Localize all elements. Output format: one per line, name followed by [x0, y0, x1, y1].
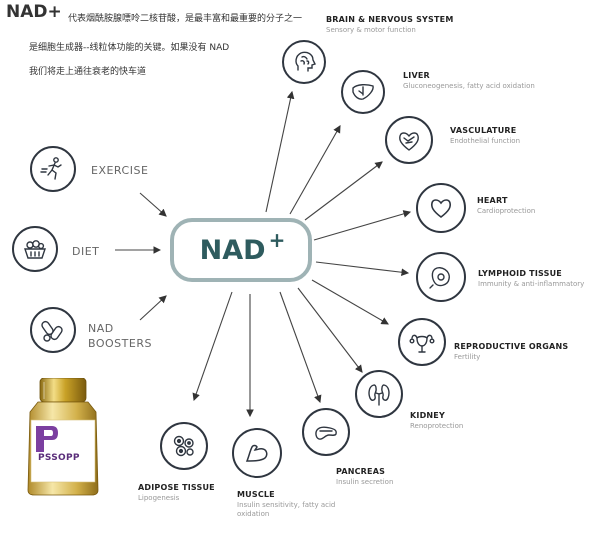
organ-title-kidney: KIDNEY — [410, 411, 445, 420]
arrow-adipose — [192, 291, 233, 402]
arrow-lymphoid — [315, 261, 410, 277]
lymph-node-icon — [416, 252, 466, 302]
organ-label-kidney: KIDNEY Renoprotection — [410, 411, 463, 431]
supplement-bottle-icon — [27, 378, 99, 496]
brain-head-icon — [282, 40, 326, 84]
organ-subtitle-reproductive: Fertility — [454, 353, 481, 361]
arrow-pancreas — [279, 291, 322, 404]
organ-title-brain: BRAIN & NERVOUS SYSTEM — [326, 15, 454, 24]
runner-icon — [30, 146, 76, 192]
header-title: NAD+ — [6, 2, 62, 22]
organ-title-muscle: MUSCLE — [237, 490, 275, 499]
heart-icon — [416, 183, 466, 233]
arrow-heart — [313, 210, 412, 241]
product-brand: PSSOPP — [38, 453, 80, 463]
organ-subtitle-kidney: Renoprotection — [410, 422, 464, 430]
organ-subtitle-brain: Sensory & motor function — [326, 26, 416, 34]
muscle-arm-icon — [232, 428, 282, 478]
header-line-1: 代表烟酰胺腺嘌呤二核苷酸，是最丰富和最重要的分子之一 — [68, 14, 303, 24]
fat-cells-icon — [160, 422, 208, 470]
uterus-icon — [398, 318, 446, 366]
organ-label-pancreas: PANCREAS Insulin secretion — [336, 467, 393, 487]
input-label-boosters: NAD BOOSTERS — [88, 322, 152, 350]
arrow-liver — [289, 125, 341, 215]
organ-subtitle-pancreas: Insulin secretion — [336, 478, 394, 486]
food-basket-icon — [12, 226, 58, 272]
organ-subtitle-liver: Gluconeogenesis, fatty acid oxidation — [403, 82, 535, 90]
liver-icon — [341, 70, 385, 114]
organ-title-reproductive: REPRODUCTIVE ORGANS — [454, 342, 569, 351]
arrow-vasculature — [304, 161, 383, 221]
organ-title-adipose: ADIPOSE TISSUE — [138, 483, 215, 492]
input-label-exercise: EXERCISE — [91, 164, 149, 177]
organ-subtitle-vasculature: Endothelial function — [450, 137, 521, 145]
pancreas-icon — [302, 408, 350, 456]
organ-subtitle-muscle: Insulin sensitivity, fatty acid oxidatio… — [237, 501, 336, 518]
organ-subtitle-heart: Cardioprotection — [477, 207, 536, 215]
heart-vessel-icon — [385, 116, 433, 164]
organ-label-lymphoid: LYMPHOID TISSUE Immunity & anti-inflamma… — [478, 269, 584, 289]
organ-subtitle-lymphoid: Immunity & anti-inflammatory — [478, 280, 585, 288]
organ-title-heart: HEART — [477, 196, 508, 205]
nad-center-node: NAD + — [170, 218, 312, 282]
arrow-boosters — [139, 295, 167, 321]
organ-title-pancreas: PANCREAS — [336, 467, 386, 476]
organ-title-liver: LIVER — [403, 71, 430, 80]
organ-label-vasculature: VASCULATURE Endothelial function — [450, 126, 520, 146]
nad-center-label: NAD — [199, 234, 266, 266]
header-line-2: 是细胞生成器--线粒体功能的关键。如果没有 NAD — [29, 43, 230, 53]
nad-center-plus: + — [268, 228, 286, 252]
organ-label-muscle: MUSCLE Insulin sensitivity, fatty acid o… — [237, 490, 347, 519]
arrow-brain — [265, 90, 295, 213]
header-line-3: 我们将走上通往衰老的快车道 — [29, 67, 147, 77]
organ-label-brain: BRAIN & NERVOUS SYSTEM Sensory & motor f… — [326, 15, 453, 35]
organ-label-reproductive: REPRODUCTIVE ORGANS Fertility — [454, 342, 568, 362]
input-label-diet: DIET — [72, 245, 100, 258]
arrow-exercise — [139, 192, 167, 217]
organ-subtitle-adipose: Lipogenesis — [138, 494, 180, 502]
organ-title-vasculature: VASCULATURE — [450, 126, 517, 135]
arrow-reproductive — [311, 279, 389, 325]
organ-label-liver: LIVER Gluconeogenesis, fatty acid oxidat… — [403, 71, 535, 91]
organ-title-lymphoid: LYMPHOID TISSUE — [478, 269, 562, 278]
kidney-icon — [355, 370, 403, 418]
pills-icon — [30, 307, 76, 353]
organ-label-heart: HEART Cardioprotection — [477, 196, 535, 216]
organ-label-adipose: ADIPOSE TISSUE Lipogenesis — [138, 483, 215, 503]
arrow-kidney — [297, 287, 363, 373]
